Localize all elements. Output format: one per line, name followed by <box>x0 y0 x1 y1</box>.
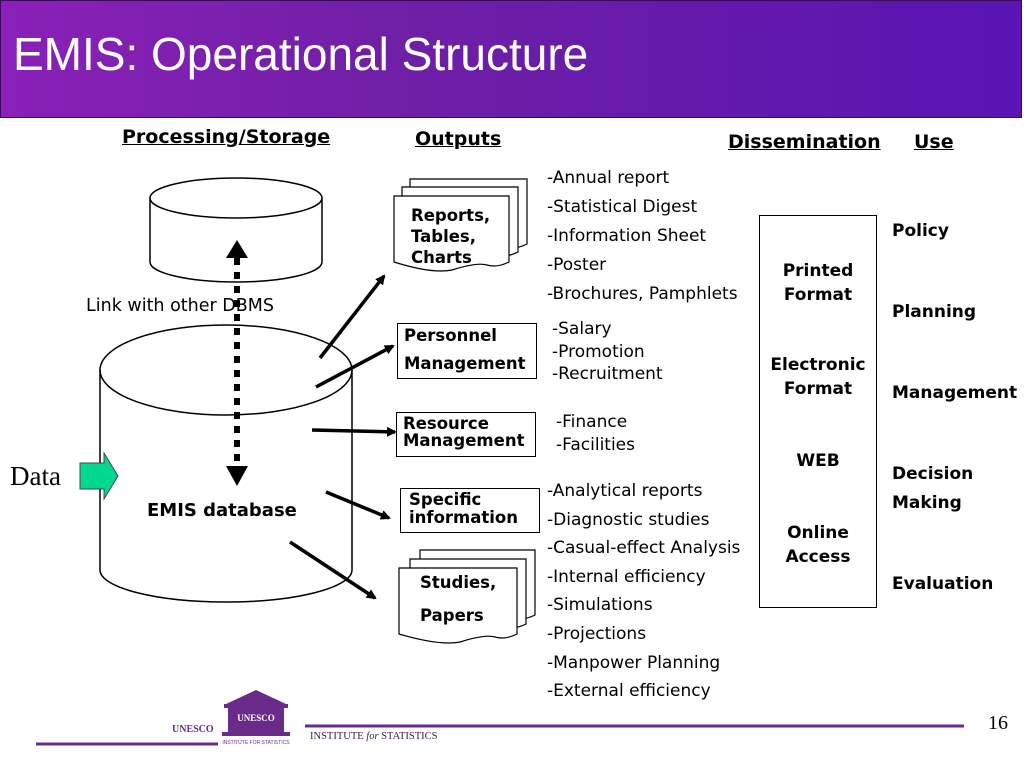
studies-label-1: Studies, <box>420 573 497 592</box>
title-bar: EMIS: Operational Structure <box>0 0 1022 118</box>
list-item: -Casual-effect Analysis <box>547 538 741 559</box>
unesco-logo <box>222 690 290 736</box>
reports-details: -Annual report -Statistical Digest -Info… <box>547 164 738 309</box>
list-item: -Salary <box>552 319 612 339</box>
page-title: EMIS: Operational Structure <box>13 28 589 80</box>
footer-unesco: UNESCO <box>172 724 214 735</box>
resource-management-box: Resource Management <box>396 412 536 457</box>
footer-institute: INSTITUTE for STATISTICS <box>310 731 438 742</box>
header-processing: Processing/Storage <box>122 126 331 148</box>
list-item: -Manpower Planning <box>547 652 721 673</box>
page-number: 16 <box>988 712 1008 734</box>
list-item: -Projections <box>547 623 647 644</box>
personnel-details: -Salary -Promotion -Recruitment <box>552 318 663 386</box>
resource-details: -Finance -Facilities <box>556 411 635 457</box>
reports-label: Reports, Tables, Charts <box>411 206 491 267</box>
use-evaluation: Evaluation <box>892 574 994 594</box>
list-item: -Brochures, Pamphlets <box>547 284 738 304</box>
list-item: -Simulations <box>547 595 653 616</box>
list-item: -Poster <box>547 255 607 275</box>
logo-subtext: INSTITUTE FOR STATISTICS <box>222 740 290 746</box>
list-item: -Diagnostic studies <box>547 509 710 530</box>
use-decision: Decision <box>892 464 974 484</box>
list-item: -Information Sheet <box>547 226 707 246</box>
use-management: Management <box>892 383 1018 403</box>
list-item: -Finance <box>556 412 628 432</box>
header-use: Use <box>914 131 954 153</box>
header-dissemination: Dissemination <box>728 131 881 153</box>
list-item: -Internal efficiency <box>547 566 706 587</box>
list-item: -Recruitment <box>552 364 663 384</box>
arrow-to-personnel <box>315 344 395 389</box>
reports-document-stack <box>393 178 528 272</box>
studies-label-2: Papers <box>420 606 484 625</box>
arrow-to-studies <box>289 540 377 600</box>
list-item: -Statistical Digest <box>547 197 698 217</box>
db-label: EMIS database <box>147 500 297 521</box>
header-outputs: Outputs <box>415 128 502 150</box>
use-policy: Policy <box>892 221 949 241</box>
list-item: -Analytical reports <box>547 481 703 501</box>
specific-information-box: Specific information <box>400 488 540 533</box>
list-item: -Facilities <box>556 435 635 455</box>
other-dbms-cylinder <box>149 177 323 283</box>
use-making: Making <box>892 493 962 513</box>
list-item: -External efficiency <box>547 681 711 702</box>
dotted-link-arrow <box>226 240 248 486</box>
electronic-format: Electronic Format <box>770 355 866 399</box>
specific-details: -Analytical reports -Diagnostic studies … <box>547 477 740 706</box>
dissemination-box: Printed Format Electronic Format WEB Onl… <box>759 215 877 608</box>
online-access: Online Access <box>785 523 851 567</box>
printed-format: Printed Format <box>782 261 854 305</box>
personnel-management-box: Personnel Management <box>397 323 537 379</box>
list-item: -Annual report <box>547 168 670 188</box>
list-item: -Promotion <box>552 341 645 362</box>
arrow-to-resource <box>311 426 397 437</box>
emis-database-cylinder <box>99 324 353 603</box>
web-format: WEB <box>796 451 840 471</box>
arrow-to-reports <box>318 274 386 360</box>
data-input-arrow <box>79 451 119 501</box>
link-dbms-label: Link with other DBMS <box>86 296 274 316</box>
data-label: Data <box>10 461 61 491</box>
arrow-to-specific <box>325 490 391 520</box>
use-planning: Planning <box>892 302 977 322</box>
studies-document-stack <box>398 549 536 644</box>
logo-text: UNESCO <box>237 713 275 723</box>
